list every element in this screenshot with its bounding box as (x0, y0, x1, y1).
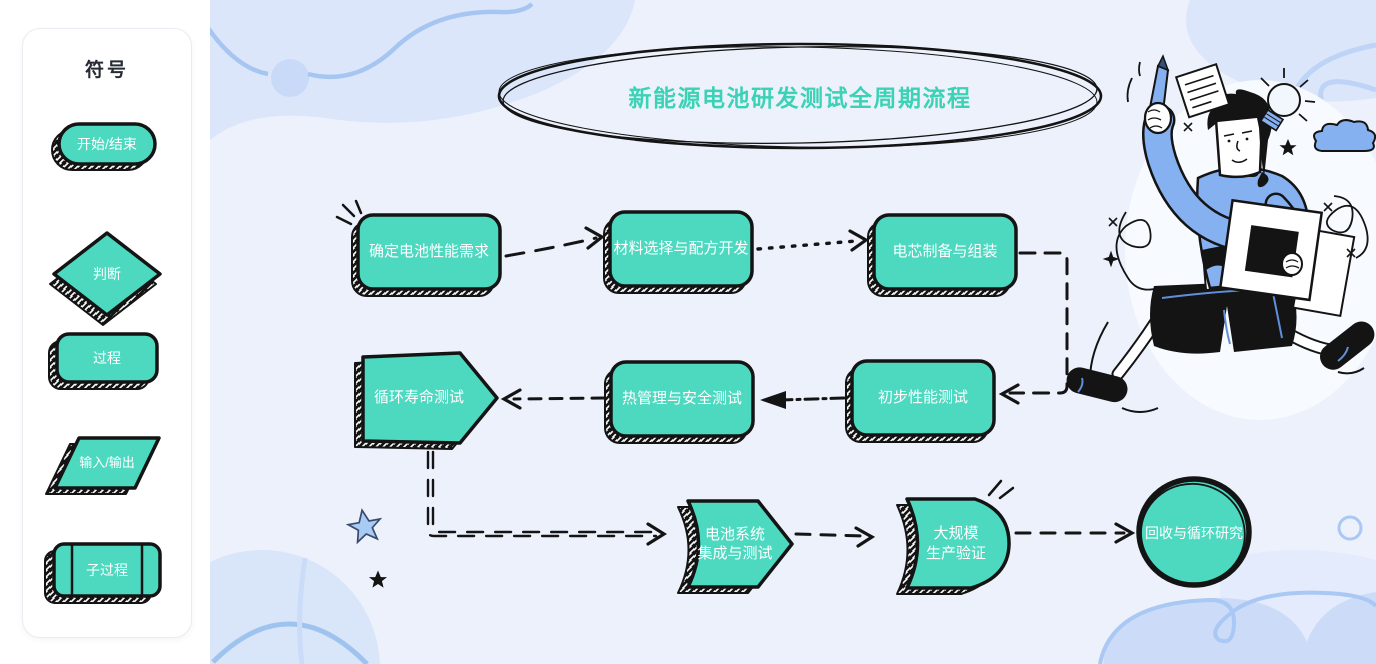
legend-item-process: 过程 (48, 332, 159, 390)
banner-round-shape (896, 497, 1011, 595)
laptop (1218, 198, 1324, 302)
node-define-requirements: 确定电池性能需求 (351, 213, 502, 297)
node-initial-performance: 初步性能测试 (845, 359, 996, 443)
plus-mark (1244, 105, 1256, 117)
edge-cell-to-initial (998, 251, 1069, 405)
face (1214, 114, 1264, 179)
node-cell-assembly: 电芯制备与组装 (867, 213, 1018, 297)
lightbulb-icon (1253, 68, 1316, 132)
edge-cycle-to-integration (426, 450, 668, 546)
pentagon-shape (354, 351, 499, 450)
node-thermal-safety: 热管理与安全测试 (604, 360, 755, 444)
circle-shape (1136, 476, 1252, 588)
sketch-doodles (335, 63, 1376, 588)
sketch-rays-topleft (335, 199, 363, 226)
shorts (1150, 280, 1297, 354)
edge-mass-to-recycling (1014, 522, 1136, 544)
title-ellipse-outline (497, 42, 1103, 150)
process-shape (867, 213, 1018, 297)
legend-item-start-end: 开始/结束 (51, 122, 157, 171)
background-decorations (210, 0, 1376, 664)
person-illustration (1066, 54, 1376, 420)
blue-star-icon (345, 506, 385, 545)
process-shape (351, 213, 502, 297)
process-shape (604, 360, 755, 444)
parallelogram-shape-icon (45, 436, 161, 495)
shoe-right (1320, 321, 1375, 370)
edge-initial-to-thermal (760, 391, 846, 409)
flowchart-canvas: 新能源电池研发测试全周期流程 确定电池性能需求 材料选择与配方开发 电芯制备与组… (210, 0, 1376, 664)
edge-define-to-material (504, 226, 605, 258)
stadium-shape-icon (51, 122, 157, 171)
sketch-rays-banner (987, 479, 1015, 500)
process-shape (845, 359, 996, 443)
diamond-shape-icon (49, 231, 162, 326)
node-system-integration: 电池系统 集成与测试 (655, 498, 795, 594)
small-star-icon (368, 570, 388, 588)
subprocess-shape-icon (44, 542, 162, 604)
connectors (426, 226, 1136, 548)
legend-item-subprocess: 子过程 (44, 542, 162, 604)
shoe-left (1066, 367, 1128, 403)
banner-point-shape (677, 499, 794, 594)
edge-integration-to-mass (794, 526, 876, 548)
node-material-selection: 材料选择与配方开发 (603, 210, 754, 294)
cloud-icon (1313, 119, 1376, 152)
node-mass-production: 大规模 生产验证 (878, 496, 1014, 595)
diagram-title-ellipse: 新能源电池研发测试全周期流程 (493, 40, 1107, 152)
process-shape-icon (48, 332, 159, 390)
paper-icon (1174, 63, 1231, 119)
legend-panel: 符号 开始/结束 判断 过程 输入/输出 (22, 28, 192, 638)
legend-item-decision: 判断 (49, 230, 163, 326)
edge-material-to-cell (756, 229, 869, 252)
node-cycle-life: 循环寿命测试 (354, 350, 500, 450)
legend-title: 符号 (84, 60, 129, 81)
node-recycling-research: 回收与循环研究 (1135, 476, 1253, 590)
diagram-title: 新能源电池研发测试全周期流程 (628, 85, 972, 111)
edge-thermal-to-cycle (500, 388, 606, 410)
process-shape (603, 210, 754, 294)
legend-item-input-output: 输入/输出 (45, 435, 162, 495)
